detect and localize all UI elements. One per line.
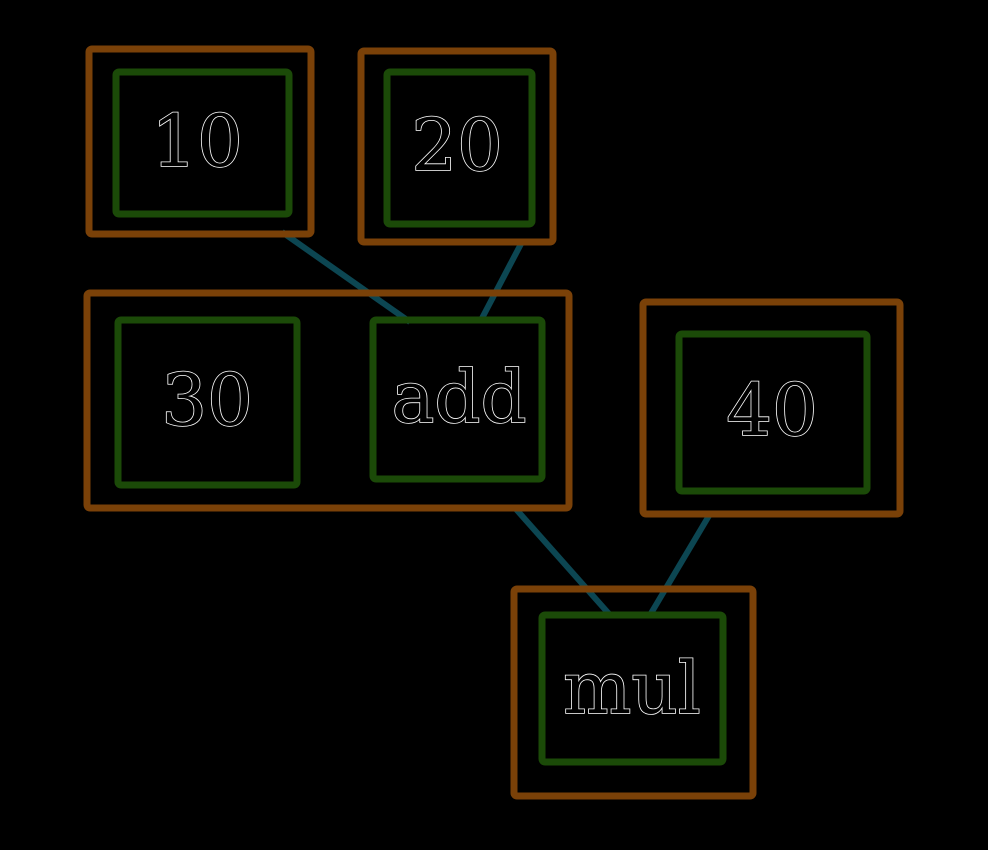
node-label-add: add [391,355,526,439]
node-label-mul: mul [563,646,701,730]
node-label-20: 20 [411,103,503,187]
node-add: add [369,316,546,483]
outer-box-10 [85,45,315,238]
inner-box-20 [383,68,536,228]
node-10: 10 [112,68,293,218]
inner-box-10 [112,68,293,218]
node-label-30: 30 [161,358,253,442]
inner-box-30 [114,316,301,489]
inner-box-mul [538,611,727,766]
node-mul: mul [538,611,727,766]
inner-box-add [369,316,546,483]
edge-10-to-add [280,229,412,325]
node-20: 20 [383,68,536,228]
edge-20-to-add [477,240,525,324]
outer-box-30-add [83,289,573,512]
node-label-40: 40 [726,368,818,452]
edge-40-to-mul [647,512,713,617]
node-30: 30 [114,316,301,489]
node-40: 40 [675,330,871,495]
outer-box-mul [510,585,757,800]
outer-box-40 [639,298,904,518]
node-label-10: 10 [151,99,243,183]
outer-box-20 [357,47,557,246]
inner-box-40 [675,330,871,495]
edge-add-to-mul [512,506,613,617]
edges [280,229,713,617]
